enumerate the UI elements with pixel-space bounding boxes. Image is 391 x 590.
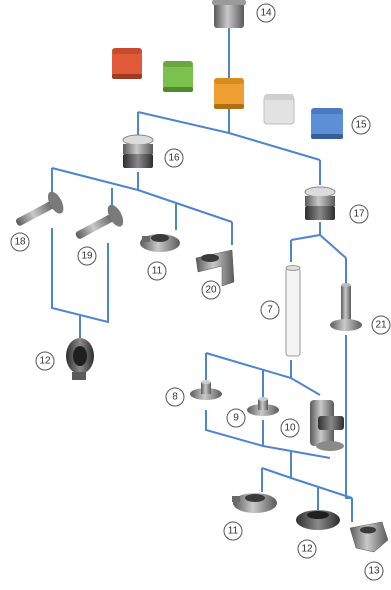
callout-11a-label: 11: [152, 266, 163, 277]
callout-15: 15: [351, 115, 371, 135]
callout-20: 20: [201, 280, 221, 300]
part-19-bolt: [75, 204, 124, 239]
connector-group-8-10: [205, 352, 321, 396]
callout-11b: 11: [223, 521, 243, 541]
callout-12a: 12: [35, 351, 55, 371]
callout-13-label: 13: [368, 566, 380, 577]
callout-15-label: 15: [355, 120, 367, 131]
callout-10: 10: [280, 418, 300, 438]
callout-12a-label: 12: [39, 356, 51, 367]
callout-19: 19: [77, 246, 97, 266]
part-21-post: [330, 283, 362, 331]
callout-19-label: 19: [81, 251, 93, 262]
part-17-cylinder-stack: [304, 186, 336, 220]
callout-13: 13: [364, 561, 384, 581]
part-20-bracket: [195, 249, 235, 287]
callout-14: 14: [256, 3, 276, 23]
callout-9-label: 9: [233, 413, 239, 424]
callout-11a: 11: [147, 261, 167, 281]
callout-18-label: 18: [14, 237, 26, 248]
callout-17: 17: [349, 204, 369, 224]
connector-18-19-to-12: [51, 228, 109, 324]
part-7-tube: [285, 265, 301, 357]
callout-8-label: 8: [172, 392, 178, 403]
callout-10-label: 10: [284, 423, 296, 434]
part-10-tee-fitting: [310, 400, 344, 451]
callout-21: 21: [371, 315, 391, 335]
parts: [15, 0, 389, 553]
part-18-bolt: [15, 191, 64, 226]
callout-8: 8: [165, 387, 185, 407]
callout-7-label: 7: [267, 305, 273, 316]
callout-12b-label: 12: [301, 544, 313, 555]
connector-21-down: [345, 335, 352, 499]
connector-16-branch: [51, 167, 233, 223]
callout-9: 9: [226, 408, 246, 428]
callout-12b: 12: [297, 539, 317, 559]
part-8-flange: [190, 380, 222, 400]
part-16-cylinder-stack: [122, 134, 154, 168]
part-13-bracket: [349, 521, 389, 553]
part-green-cap: [163, 61, 193, 92]
callout-11b-label: 11: [228, 526, 239, 537]
connector-lower-split: [261, 467, 353, 499]
part-9-flange: [247, 397, 279, 416]
connector-split-16-17: [137, 111, 321, 161]
callout-21-label: 21: [375, 320, 387, 331]
part-light-cap: [263, 94, 295, 125]
connector-17-split: [290, 233, 347, 259]
part-15-blue-cap: [311, 108, 343, 139]
part-12b-coupler: [296, 510, 340, 530]
part-red-cap: [112, 48, 142, 79]
callout-17-label: 17: [353, 209, 365, 220]
callout-16: 16: [164, 148, 184, 168]
connector-8-10-join: [205, 410, 331, 459]
callout-16-label: 16: [168, 153, 180, 164]
connector-lines: [51, 28, 353, 522]
callouts: 14 15 16 17 18 19 11 20: [10, 3, 391, 581]
callout-20-label: 20: [205, 285, 217, 296]
part-12a-coupler: [66, 338, 94, 380]
part-14-gray-cap: [212, 0, 246, 28]
part-11b-clamp: [232, 493, 277, 513]
part-orange-cap: [214, 78, 244, 109]
callout-7: 7: [260, 300, 280, 320]
callout-14-label: 14: [260, 8, 272, 19]
callout-18: 18: [10, 232, 30, 252]
part-11a-clamp: [140, 234, 180, 252]
